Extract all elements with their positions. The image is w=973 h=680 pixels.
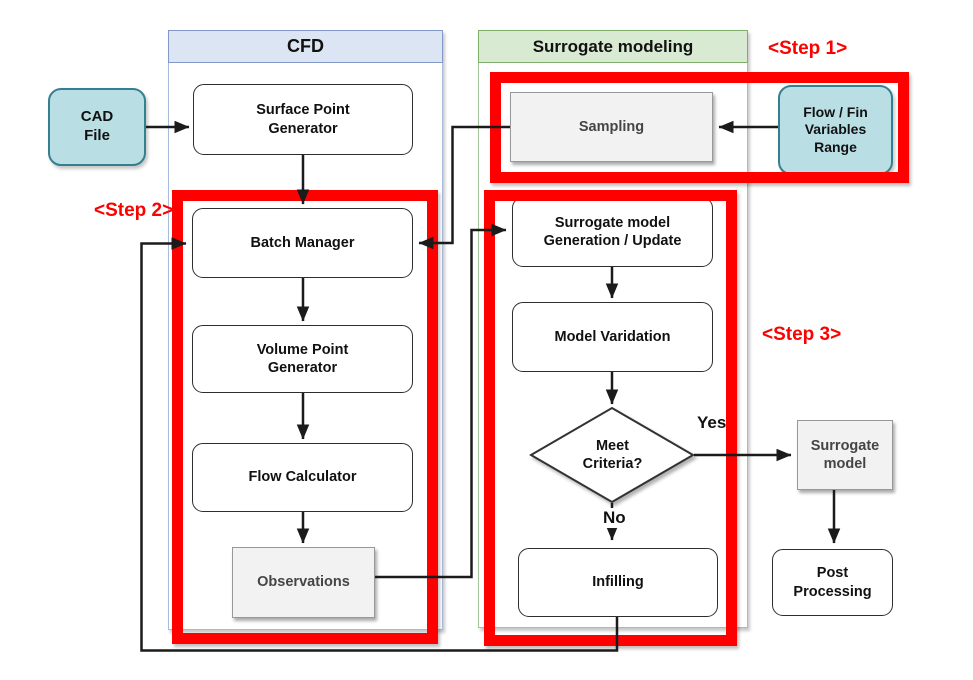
step1-highlight-rect (490, 72, 909, 183)
surrogate-column-header: Surrogate modeling (478, 30, 748, 63)
step3-label: <Step 3> (762, 324, 842, 345)
node-cad-file-label: CAD File (80, 108, 114, 144)
node-surface-point-generator: Surface Point Generator (193, 84, 413, 155)
step2-highlight-rect (172, 190, 438, 644)
node-sampling: Sampling (510, 92, 713, 162)
node-sampling-label: Sampling (578, 118, 645, 135)
node-post-processing: Post Processing (772, 549, 893, 616)
node-meet-criteria: Meet Criteria? (540, 430, 685, 480)
no-branch-label: No (599, 508, 630, 528)
node-surface-point-generator-label: Surface Point Generator (256, 102, 350, 137)
node-surrogate-model: Surrogate model (797, 420, 893, 490)
step1-label: <Step 1> (768, 38, 848, 59)
node-surrogate-model-label: Surrogate model (810, 437, 880, 472)
step3-highlight-rect (484, 190, 737, 646)
node-meet-criteria-label: Meet Criteria? (582, 437, 643, 472)
node-flow-fin-variables-range-label: Flow / Fin Variables Range (803, 103, 868, 155)
yes-branch-label: Yes (697, 413, 727, 432)
surrogate-column-title: Surrogate modeling (532, 36, 694, 56)
cfd-column-header: CFD (168, 30, 443, 63)
node-cad-file: CAD File (48, 88, 146, 166)
step2-label: <Step 2> (94, 200, 174, 221)
node-post-processing-label: Post Processing (793, 565, 872, 600)
cfd-column-title: CFD (287, 36, 324, 57)
node-flow-fin-variables-range: Flow / Fin Variables Range (778, 85, 893, 175)
